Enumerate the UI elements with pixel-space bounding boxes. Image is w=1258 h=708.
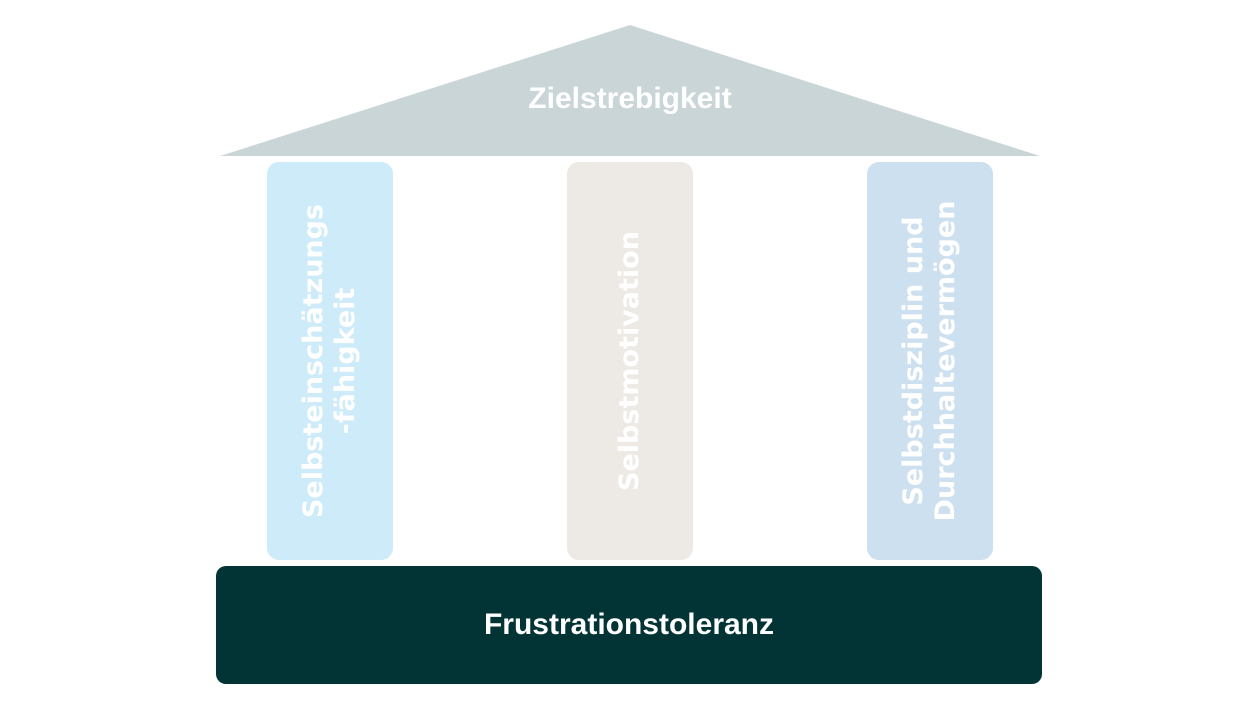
roof-label: Zielstrebigkeit bbox=[528, 82, 732, 115]
pillar-selbstdisziplin: Selbstdisziplin und Durchhaltevermögen bbox=[867, 162, 993, 560]
pillar-label-line2: -fähigkeit bbox=[330, 287, 361, 435]
foundation-base: Frustrationstoleranz bbox=[216, 566, 1042, 684]
base-label: Frustrationstoleranz bbox=[483, 608, 775, 641]
pillar-label-line1: Selbsteinschätzungs bbox=[298, 203, 329, 519]
pillar-label-line1: Selbstmotivation bbox=[614, 231, 645, 491]
pillar-label-line2: Durchhaltevermögen bbox=[930, 200, 961, 522]
pillar-label-line1: Selbstdisziplin und bbox=[898, 216, 929, 506]
pillar-selbstmotivation: Selbstmotivation bbox=[567, 162, 693, 560]
pillar-selbsteinschaetzung: Selbsteinschätzungs -fähigkeit bbox=[267, 162, 393, 560]
